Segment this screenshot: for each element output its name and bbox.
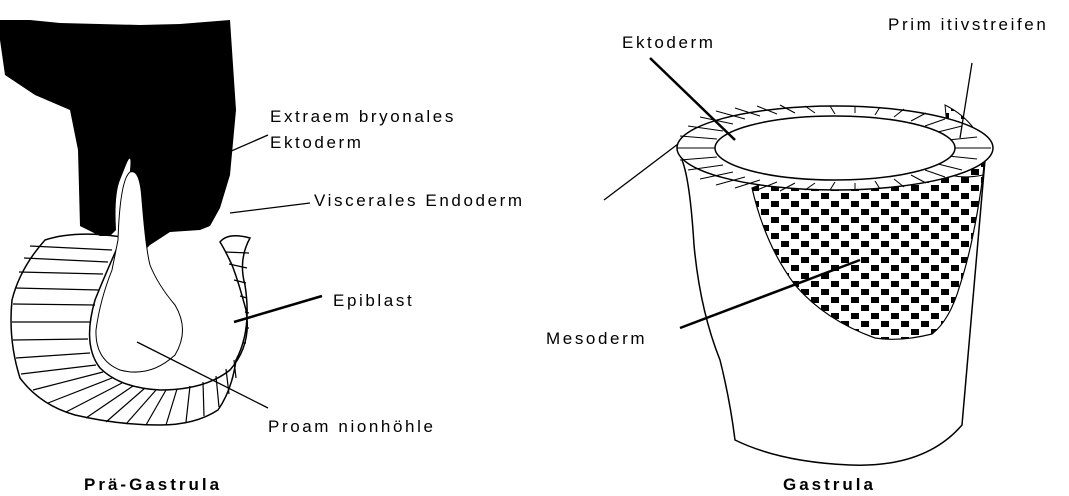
label-extraembryonic-line1: Extraem bryonales [270, 107, 456, 126]
gastrula-figure [677, 105, 993, 465]
gastrula-rim-inner [715, 116, 955, 180]
caption-pre-gastrula: Prä-Gastrula [84, 475, 222, 494]
label-epiblast: Epiblast [333, 291, 414, 310]
label-visceral-endoderm: Viscerales Endoderm [314, 191, 525, 210]
label-primitive-streak: Prim itivstreifen [888, 15, 1048, 34]
caption-gastrula: Gastrula [783, 475, 876, 494]
label-mesoderm: Mesoderm [546, 329, 647, 348]
label-proamnion: Proam nionhöhle [268, 417, 436, 436]
leader-ectoderm [650, 58, 735, 140]
pre-gastrula-figure [0, 20, 250, 425]
label-ectoderm: Ektoderm [622, 33, 716, 52]
leader-gastrula-endoderm [604, 144, 678, 200]
leader-visceral-endoderm [230, 203, 310, 213]
extraembryonic-ectoderm-mass [0, 20, 236, 250]
label-extraembryonic-line2: Ektoderm [270, 133, 364, 152]
